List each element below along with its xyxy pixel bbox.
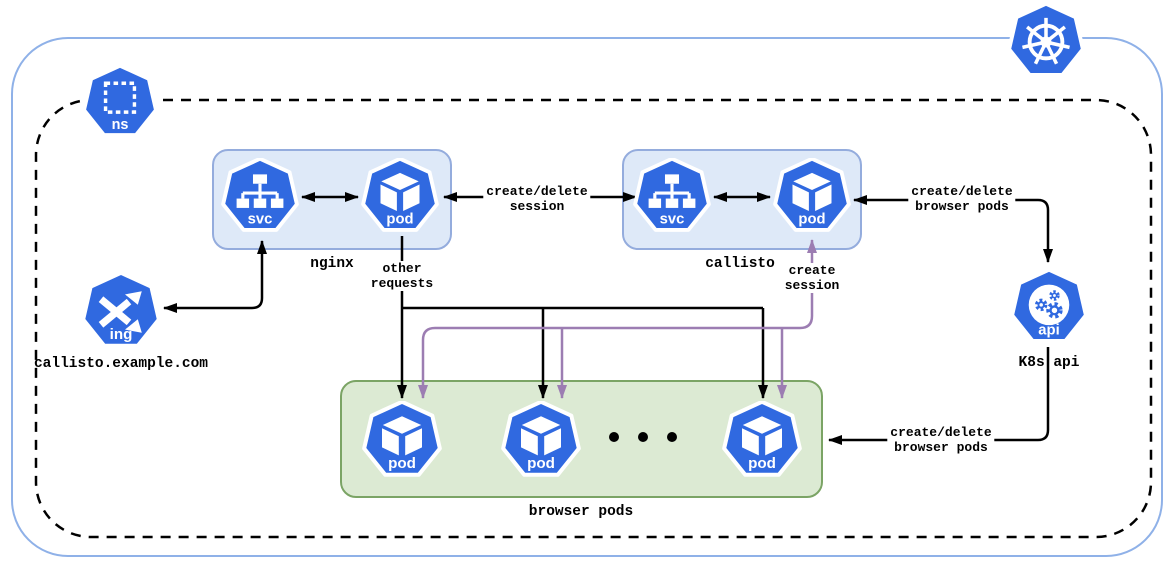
edge-label-line: create/delete — [486, 184, 588, 199]
edge-label-line: create/delete — [911, 184, 1013, 199]
namespace-icon-label: ns — [112, 117, 129, 133]
dot — [667, 432, 677, 442]
ingress-icon-label: ing — [110, 326, 133, 343]
callisto-service-icon: svc — [633, 158, 711, 236]
edge-label-line: browser pods — [915, 199, 1009, 214]
ingress-icon: ing — [81, 272, 161, 352]
callisto-service-icon-label: svc — [660, 212, 685, 228]
edge-label-create-delete-browser-pods-top: create/delete browser pods — [908, 184, 1016, 214]
edge-label-line: other — [382, 261, 422, 276]
namespace-icon: ns — [82, 65, 158, 141]
k8s-api-caption: K8s api — [1018, 355, 1080, 371]
edge-label-create-session: create session — [781, 263, 843, 293]
dot — [609, 432, 619, 442]
ingress-host-caption: callisto.example.com — [33, 356, 209, 372]
ellipsis-icon — [609, 432, 677, 442]
k8s-api-icon: api — [1010, 269, 1088, 347]
edge-label-line: session — [509, 199, 565, 214]
browser-pod-icon: pod — [362, 401, 442, 481]
kubernetes-logo-icon — [1007, 3, 1085, 81]
edge-label-line: session — [784, 278, 840, 293]
dot — [638, 432, 648, 442]
edge-label-create-delete-session: create/delete session — [483, 184, 591, 214]
edge-label-line: requests — [370, 276, 434, 291]
nginx-service-icon-label: svc — [248, 212, 273, 228]
nginx-caption: nginx — [310, 256, 354, 272]
callisto-pod-icon-label: pod — [798, 212, 825, 228]
nginx-pod-icon-label: pod — [386, 212, 413, 228]
edge-label-line: browser pods — [894, 440, 988, 455]
browser-pod-icon-label: pod — [748, 455, 776, 472]
browser-pods-caption: browser pods — [528, 504, 634, 520]
edge-ingress-nginx-svc — [163, 240, 267, 313]
nginx-service-icon: svc — [221, 158, 299, 236]
edge-label-create-delete-browser-pods-bottom: create/delete browser pods — [887, 425, 995, 455]
edge-label-line: create — [788, 263, 836, 278]
callisto-caption: callisto — [705, 256, 775, 272]
callisto-pod-icon: pod — [773, 158, 851, 236]
edge-label-line: create/delete — [890, 425, 992, 440]
browser-pod-icon-label: pod — [527, 455, 555, 472]
browser-pod-icon-label: pod — [388, 455, 416, 472]
edge-label-other-requests: other requests — [367, 261, 437, 291]
k8s-api-icon-label: api — [1038, 323, 1059, 339]
browser-pod-icon: pod — [501, 401, 581, 481]
nginx-pod-icon: pod — [361, 158, 439, 236]
browser-pod-icon: pod — [722, 401, 802, 481]
